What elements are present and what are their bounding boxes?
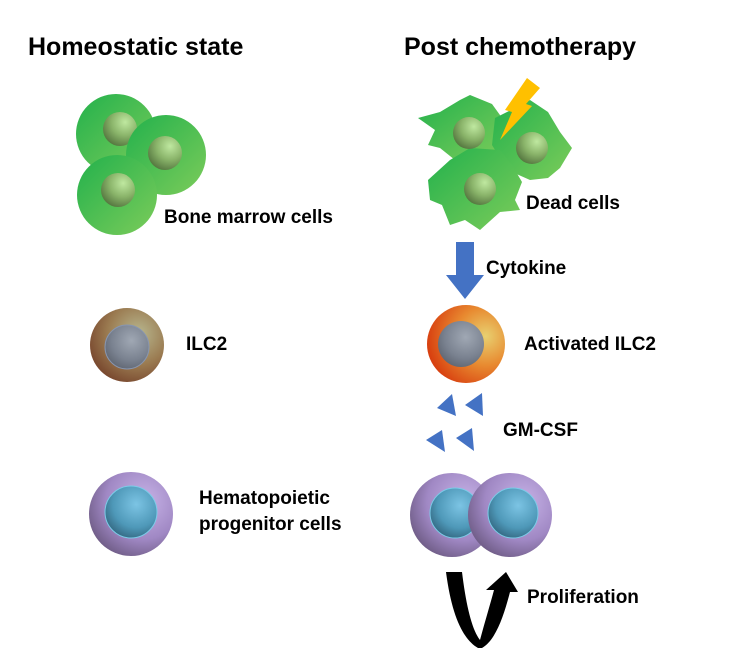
cell-nucleus [453, 117, 485, 149]
gm-csf-triangle [426, 430, 445, 452]
header-post-chemotherapy: Post chemotherapy [404, 33, 637, 61]
progenitor-label-line2: progenitor cells [199, 514, 342, 535]
gm-csf-triangle [465, 393, 483, 416]
proliferation-label: Proliferation [527, 587, 639, 608]
cell-nucleus [103, 112, 137, 146]
gm-csf-triangle [456, 428, 474, 451]
activated-ilc2-cell-icon [427, 305, 505, 383]
cell-nucleus [516, 132, 548, 164]
cell-nucleus [101, 173, 135, 207]
gm-csf-label: GM-CSF [503, 420, 578, 441]
progenitor-label-line1: Hematopoietic [199, 488, 330, 509]
proliferating-progenitor-cells-icon [410, 473, 552, 557]
cell-nucleus [148, 136, 182, 170]
cell-nucleus [464, 173, 496, 205]
ilc2-label: ILC2 [186, 334, 228, 355]
cytokine-arrow-icon [446, 242, 484, 299]
cytokine-label: Cytokine [486, 258, 567, 279]
bone-marrow-cells-icon [76, 94, 206, 235]
gm-csf-molecules-icon [426, 393, 483, 452]
proliferation-arrow-icon [446, 572, 518, 648]
ilc2-cell-icon [90, 308, 164, 382]
header-homeostatic-state: Homeostatic state [28, 33, 244, 61]
gm-csf-triangle [437, 394, 456, 416]
progenitor-cell-icon [89, 472, 173, 556]
activated-ilc2-label: Activated ILC2 [524, 334, 656, 355]
bone-marrow-cells-label: Bone marrow cells [164, 207, 333, 228]
dead-cells-label: Dead cells [526, 193, 620, 214]
lightning-icon [500, 78, 540, 140]
